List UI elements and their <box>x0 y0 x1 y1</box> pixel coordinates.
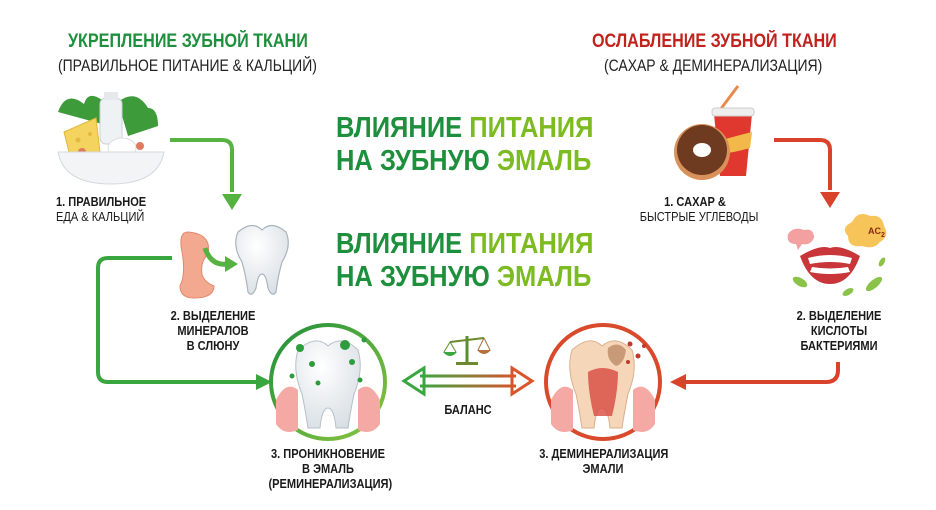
left-header-title: УКРЕПЛЕНИЕ ЗУБНОЙ ТКАНИ <box>68 31 308 53</box>
decayed-tooth-icon <box>544 323 662 441</box>
step-label-line: (РЕМИНЕРАЛИЗАЦИЯ) <box>268 476 393 491</box>
right-header-title: ОСЛАБЛЕНИЕ ЗУБНОЙ ТКАНИ <box>592 31 837 52</box>
right-step-1-label: 1. САХАР & БЫСТРЫЕ УГЛЕВОДЫ <box>639 194 759 224</box>
step-label-line: ЭМАЛИ <box>582 461 624 476</box>
step-label-line: В СЛЮНУ <box>186 338 240 353</box>
main-title-word: ПИТАНИЯ <box>469 228 594 260</box>
mouth-bacteria-icon <box>787 214 887 296</box>
main-title-word: НА ЗУБНУЮ <box>336 261 490 293</box>
main-title-repeat: ВЛИЯНИЕ ПИТАНИЯ НА ЗУБНУЮ ЭМАЛЬ <box>336 228 593 294</box>
balance-label: БАЛАНС <box>437 402 498 417</box>
step-label-line: 1. САХАР & <box>664 194 726 209</box>
arrow-right-step1-to-step2 <box>774 138 840 208</box>
left-step-3-label: 3. ПРОНИКНОВЕНИЕ В ЭМАЛЬ (РЕМИНЕРАЛИЗАЦИ… <box>269 446 393 491</box>
main-title-word: ЭМАЛЬ <box>496 145 592 177</box>
right-step-3-label: 3. ДЕМИНЕРАЛИЗАЦИЯ ЭМАЛИ <box>539 446 669 476</box>
step-label-line: ЕДА & КАЛЬЦИЙ <box>56 209 145 224</box>
left-step-1-label: 1. ПРАВИЛЬНОЕ ЕДА & КАЛЬЦИЙ <box>56 194 146 224</box>
donut-soda-icon <box>674 85 755 180</box>
main-title-word: ПИТАНИЯ <box>469 112 594 144</box>
main-title-word: ЭМАЛЬ <box>496 261 592 293</box>
main-title-word: ВЛИЯНИЕ <box>336 228 463 260</box>
salivary-gland-tooth-icon <box>179 224 289 299</box>
main-title-word: НА ЗУБНУЮ <box>336 145 490 177</box>
right-step-2-label: 2. ВЫДЕЛЕНИЕ КИСЛОТЫ БАКТЕРИЯМИ <box>792 308 886 353</box>
step-label-line: 3. ПРОНИКНОВЕНИЕ <box>271 446 385 461</box>
left-header-subtitle: (ПРАВИЛЬНОЕ ПИТАНИЕ & КАЛЬЦИЙ) <box>58 56 317 75</box>
acid-bubble-main: AC <box>868 226 881 236</box>
arrow-step2-to-step3 <box>96 256 272 390</box>
step-label-line: В ЭМАЛЬ <box>302 461 354 476</box>
balance-double-arrow <box>401 365 535 397</box>
step-label-line: 2. ВЫДЕЛЕНИЕ <box>170 308 256 323</box>
main-title-word: ВЛИЯНИЕ <box>336 112 463 144</box>
food-bowl-icon <box>57 92 165 185</box>
step-label-line: БЫСТРЫЕ УГЛЕВОДЫ <box>639 209 759 224</box>
healthy-tooth-icon <box>269 323 387 441</box>
arrow-step1-to-step2 <box>170 138 242 210</box>
step-label-line: 1. ПРАВИЛЬНОЕ <box>56 194 147 209</box>
step-label-line: МИНЕРАЛОВ <box>177 323 249 338</box>
arrow-right-step2-to-step3 <box>670 362 840 390</box>
balance-label-text: БАЛАНС <box>444 402 492 417</box>
left-header-title-text: УКРЕПЛЕНИЕ ЗУБНОЙ ТКАНИ <box>68 31 308 52</box>
acid-bubble-sub: 2 <box>881 231 885 239</box>
step-label-line: 2. ВЫДЕЛЕНИЕ <box>796 308 882 323</box>
step-label-line: 3. ДЕМИНЕРАЛИЗАЦИЯ <box>539 446 669 461</box>
right-header-subtitle: (САХАР & ДЕМИНЕРАЛИЗАЦИЯ) <box>604 56 823 75</box>
main-title: ВЛИЯНИЕ ПИТАНИЯ НА ЗУБНУЮ ЭМАЛЬ <box>336 112 593 178</box>
step-label-line: КИСЛОТЫ <box>810 323 868 338</box>
step-label-line: БАКТЕРИЯМИ <box>800 338 878 353</box>
acid-bubble-text: AC2 <box>868 226 885 239</box>
left-step-2-label: 2. ВЫДЕЛЕНИЕ МИНЕРАЛОВ В СЛЮНУ <box>166 308 260 353</box>
scales-icon <box>443 336 491 365</box>
